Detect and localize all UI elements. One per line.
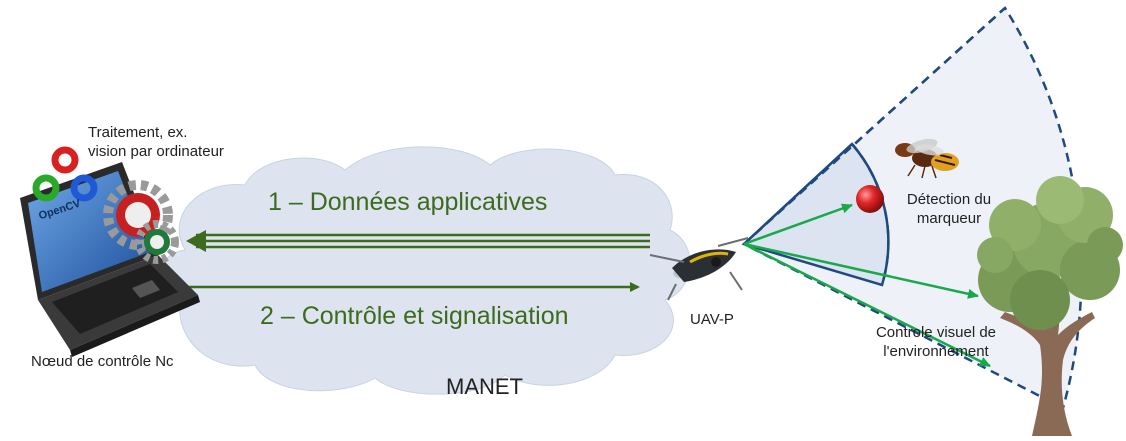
- processing-label-line-1: Traitement, ex.: [88, 124, 188, 141]
- opencv-logo-icon: [32, 146, 98, 202]
- manet-cloud: [157, 146, 691, 395]
- processing-label-line-2: vision par ordinateur: [88, 143, 224, 160]
- flow-1-label: 1 – Données applicatives: [268, 188, 548, 216]
- visual-control-line-2: l'environnement: [883, 343, 989, 360]
- marker-detection-line-2: marqueur: [916, 210, 982, 227]
- flow-2-label: 2 – Contrôle et signalisation: [260, 302, 569, 330]
- visual-control-line-1: Controle visuel de: [875, 324, 997, 341]
- hornet-icon: [895, 138, 959, 179]
- sensor-arrow-ground: [743, 242, 991, 368]
- sensor-arrow-marker: [743, 203, 853, 246]
- tree-icon: [977, 176, 1123, 436]
- data-flow-arrow: [186, 230, 650, 252]
- visual-control-label: Controle visuel de l'environnement: [858, 323, 1014, 361]
- marker-detection-label: Détection du marqueur: [893, 190, 1005, 228]
- fov-inner-edge: [743, 143, 853, 245]
- control-node-label: Nœud de contrôle Nc: [31, 353, 174, 370]
- drone-icon: [649, 237, 749, 301]
- gear-small-icon: [135, 220, 179, 264]
- marker-ball-icon: [856, 185, 884, 213]
- processing-label: Traitement, ex. vision par ordinateur: [88, 123, 224, 161]
- uav-label: UAV-P: [690, 311, 734, 328]
- marker-detection-line-1: Détection du: [906, 191, 992, 208]
- fov-upper-edge: [743, 7, 1006, 245]
- network-label: MANET: [446, 374, 523, 399]
- sensor-arrow-environment: [743, 242, 979, 299]
